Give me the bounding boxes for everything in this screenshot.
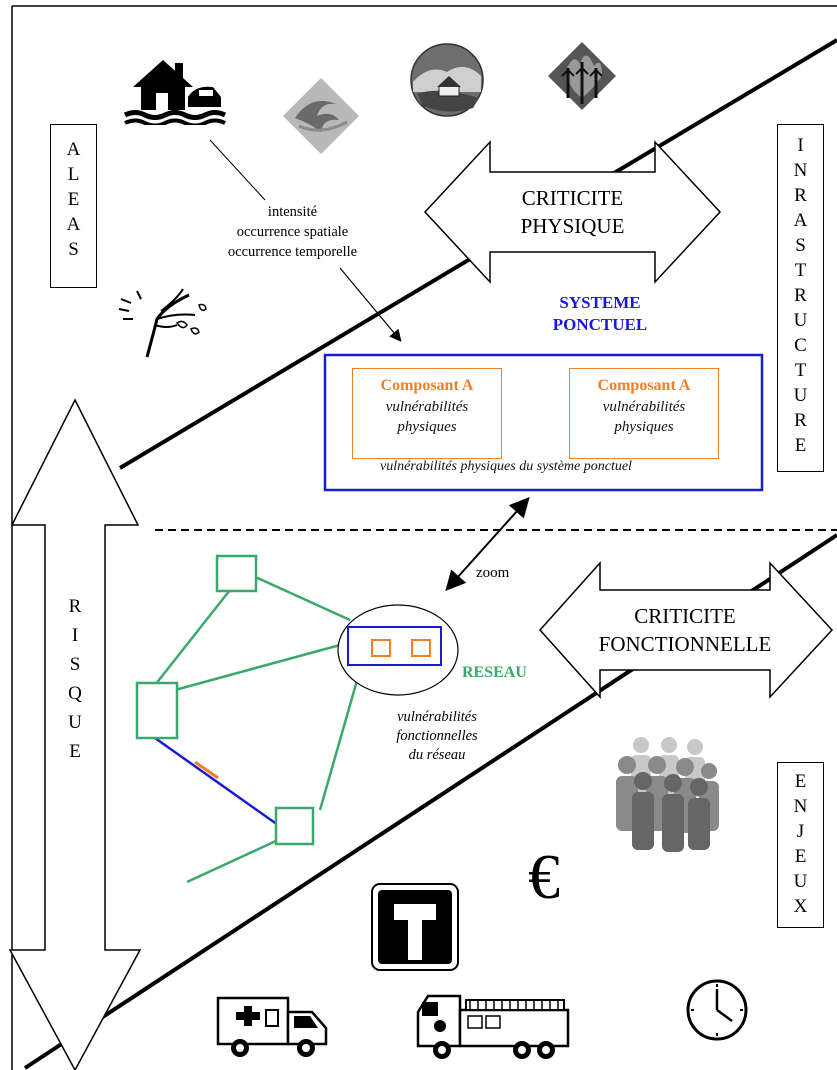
risque-letter: R [68,596,82,617]
aleas-letter: L [67,164,80,185]
systeme-ponctuel-title-line1: SYSTEME [559,293,641,312]
reseau-label: RESEAU [462,664,527,681]
component-vuln-line2: physiques [397,419,457,435]
hazard-parameters: intensité occurrence spatiale occurrence… [205,202,380,262]
flood-house-icon [123,60,227,125]
systeme-ponctuel-title-line2: PONCTUEL [552,315,648,334]
component-vuln-line2: physiques [614,419,674,435]
enjeux-letter: E [794,771,807,792]
criticite-physique-label: CRITICITE PHYSIQUE [490,184,655,240]
infrastructure-letter: U [793,385,808,406]
enjeux-letter: E [794,846,807,867]
risque-letter: U [68,712,82,733]
criticite-physique-arrow [423,140,722,284]
aleas-letter: E [67,189,80,210]
criticite-physique-line1: CRITICITE [521,186,624,210]
aleas-letter: A [66,214,81,235]
infrastructure-letter: E [794,435,807,456]
criticite-fonctionnelle-line1: CRITICITE [634,604,736,628]
infrastructure-letter: R [794,185,807,206]
aleas-letter: S [68,239,79,260]
dead-end-road-sign-icon [371,883,459,971]
component-vuln-line1: vulnérabilités [602,399,686,415]
risque-letter: I [71,625,79,646]
forest-fire-icon [548,42,616,110]
risque-double-arrow [8,398,142,1070]
component-name: Composant A [380,377,474,394]
infrastructure-letter: T [794,360,807,381]
component-a-box: Composant A vulnérabilités physiques [352,368,502,459]
reseau-caption-line3: du réseau [408,747,466,763]
reseau-caption-line2: fonctionnelles [396,728,478,744]
ambulance-icon [216,996,328,1057]
zoom-arrow [445,497,530,591]
infrastructure-letter: I [797,135,804,156]
risque-letter: S [69,654,81,675]
risque-letter: E [69,741,81,762]
infrastructure-letter: C [794,335,807,356]
enjeux-letter: X [793,896,808,917]
systeme-ponctuel-caption: vulnérabilités physiques du système ponc… [380,459,632,474]
infrastructure-letter: U [793,310,808,331]
reseau-caption: vulnérabilités fonctionnelles du réseau [377,708,497,765]
hazard-param-spatial: occurrence spatiale [236,224,349,240]
infrastructure-letter: R [794,410,807,431]
clock-icon [686,979,748,1041]
hazard-param-temporal: occurrence temporelle [227,244,358,260]
enjeux-letter: J [796,821,805,842]
reseau-caption-line1: vulnérabilités [397,709,477,725]
landslide-icon [410,43,484,117]
infrastructure-letter: T [794,260,807,281]
infrastructure-letter: N [793,160,808,181]
infrastructure-letter: S [795,235,806,256]
component-vuln-line1: vulnérabilités [385,399,469,415]
infrastructure-letter: A [793,210,808,231]
criticite-physique-line2: PHYSIQUE [520,214,625,238]
criticite-fonctionnelle-label: CRITICITE FONCTIONNELLE [598,602,772,658]
crowd-people-icon [616,737,719,852]
leader-line [209,139,266,201]
criticite-fonctionnelle-line2: FONCTIONNELLE [598,632,772,656]
tsunami-wave-icon [283,78,359,154]
criticite-fonctionnelle-arrow [538,561,834,699]
aleas-letter: A [66,139,81,160]
risque-letter: Q [68,683,82,704]
infrastructure-letter: R [794,285,807,306]
enjeux-letter: U [793,871,808,892]
hazard-param-intensity: intensité [267,204,318,220]
params-arrow [339,267,402,342]
fire-truck-icon [416,994,570,1059]
network-graph [135,554,362,884]
euro-sign-icon: € [528,841,560,912]
component-a-box: Composant A vulnérabilités physiques [569,368,719,459]
zoom-label: zoom [476,565,510,581]
storm-wind-tree-icon [118,288,207,358]
systeme-ponctuel-title: SYSTEME PONCTUEL [530,292,670,336]
component-name: Composant A [597,377,691,394]
enjeux-letter: N [793,796,808,817]
